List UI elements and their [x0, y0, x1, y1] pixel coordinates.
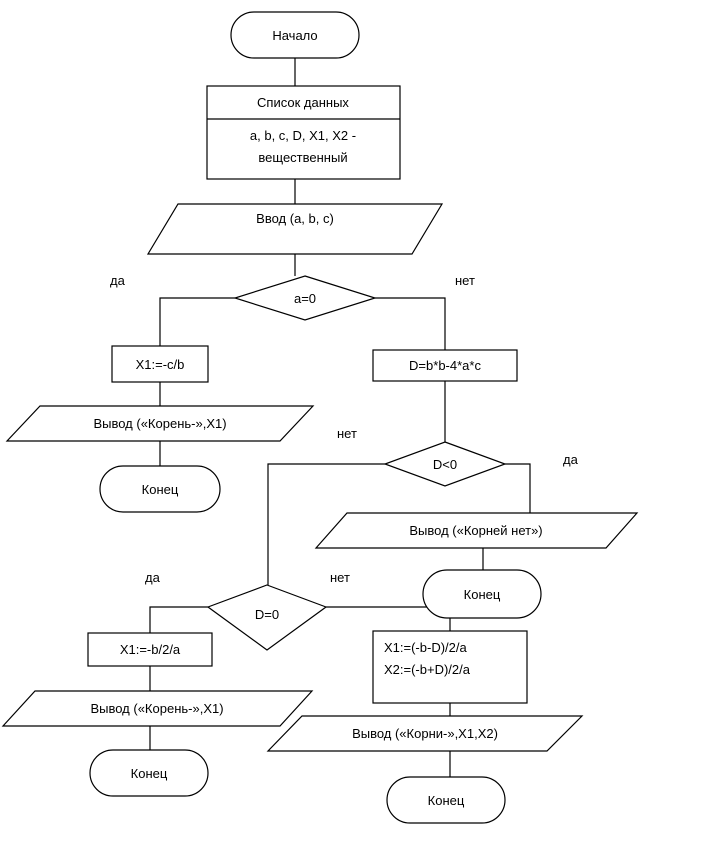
data-list-box: Список данных a, b, c, D, X1, X2 - вещес…: [206, 85, 401, 180]
linear-output-label: Вывод («Корень-»,X1): [93, 416, 226, 431]
two-roots-calc-line-1: X1:=(-b-D)/2/a: [384, 640, 467, 655]
decision-d-zero-label: D=0: [255, 607, 279, 622]
discriminant-label: D=b*b-4*a*c: [409, 358, 481, 373]
discriminant-box: D=b*b-4*a*c: [372, 349, 518, 382]
two-roots-calc-line-2: X2:=(-b+D)/2/a: [384, 662, 471, 677]
noroots-end-label: Конец: [464, 587, 501, 602]
connector-cond-a-no: [375, 297, 446, 350]
single-root-calc-box: X1:=-b/2/a: [87, 632, 213, 667]
noroots-end-terminator: Конец: [422, 569, 542, 619]
input-label: Ввод (a, b, c): [256, 211, 334, 226]
two-roots-end-label: Конец: [428, 793, 465, 808]
linear-end-terminator: Конец: [99, 465, 221, 513]
edge-label-dzero-yes: да: [145, 570, 161, 585]
single-root-calc-label: X1:=-b/2/a: [120, 642, 181, 657]
single-root-output-label: Вывод («Корень-»,X1): [90, 701, 223, 716]
start-terminator: Начало: [230, 11, 360, 59]
data-list-line-1: a, b, c, D, X1, X2 -: [250, 128, 356, 143]
single-root-output-parallelogram: Вывод («Корень-»,X1): [1, 690, 314, 727]
single-root-end-label: Конец: [131, 766, 168, 781]
linear-calc-box: X1:=-c/b: [111, 345, 209, 383]
edge-label-a-yes: да: [110, 273, 126, 288]
edge-label-dneg-no: нет: [337, 426, 357, 441]
data-list-header: Список данных: [257, 95, 349, 110]
start-label: Начало: [272, 28, 317, 43]
linear-end-label: Конец: [142, 482, 179, 497]
linear-calc-label: X1:=-c/b: [136, 357, 185, 372]
noroots-output-label: Вывод («Корней нет»): [409, 523, 542, 538]
edge-label-a-no: нет: [455, 273, 475, 288]
connector-cond-dneg-no: [267, 463, 385, 585]
single-root-end-terminator: Конец: [89, 749, 209, 797]
connector-cond-a-yes: [159, 297, 235, 346]
data-list-line-2: вещественный: [258, 150, 347, 165]
connector-cond-dzero-yes: [149, 606, 208, 633]
edge-label-dzero-no: нет: [330, 570, 350, 585]
two-roots-output-parallelogram: Вывод («Корни-»,X1,X2): [266, 715, 584, 752]
decision-a-zero-label: a=0: [294, 291, 316, 306]
decision-d-zero: D=0: [206, 584, 328, 651]
linear-output-parallelogram: Вывод («Корень-»,X1): [5, 405, 315, 442]
edge-label-dneg-yes: да: [563, 452, 579, 467]
decision-d-negative: D<0: [383, 441, 507, 487]
input-parallelogram: Ввод (a, b, c): [146, 203, 444, 255]
two-roots-output-label: Вывод («Корни-»,X1,X2): [352, 726, 498, 741]
two-roots-calc-box: X1:=(-b-D)/2/a X2:=(-b+D)/2/a: [372, 630, 528, 704]
connector-cond-dneg-yes: [505, 463, 531, 513]
two-roots-end-terminator: Конец: [386, 776, 506, 824]
decision-d-negative-label: D<0: [433, 457, 457, 472]
decision-a-zero: a=0: [232, 275, 378, 321]
noroots-output-parallelogram: Вывод («Корней нет»): [314, 512, 639, 549]
